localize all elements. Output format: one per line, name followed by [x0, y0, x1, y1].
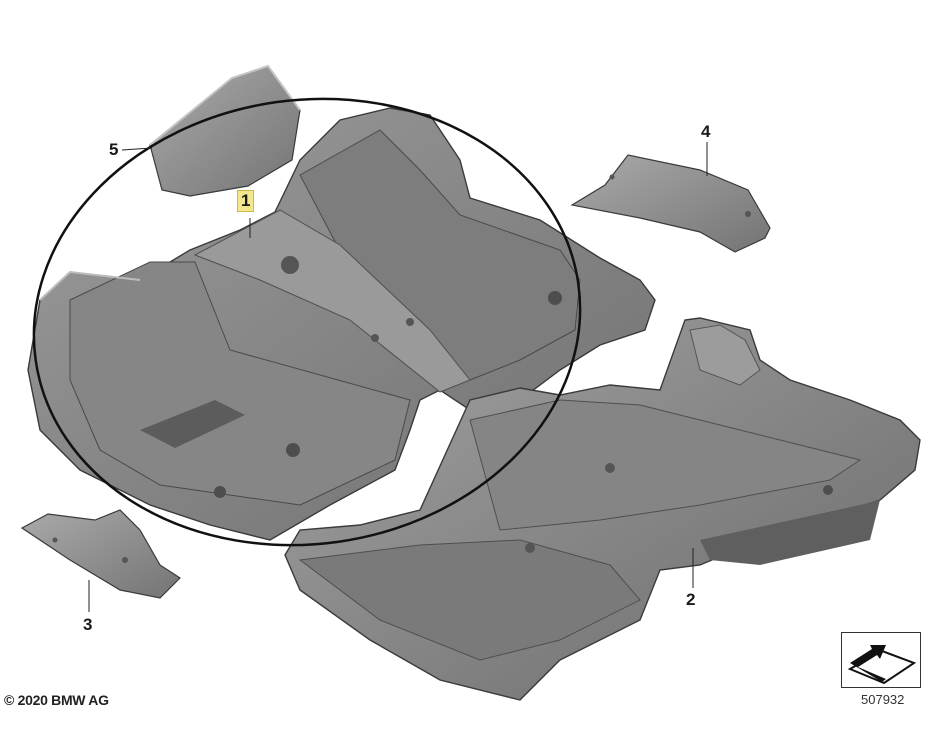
diagram-number: 507932 — [861, 692, 905, 707]
callout-5[interactable]: 5 — [109, 140, 119, 159]
part-1-shape — [27, 107, 656, 541]
callout-4[interactable]: 4 — [701, 122, 711, 141]
callout-1[interactable]: 1 — [237, 190, 255, 212]
highlight-ellipse — [32, 97, 582, 547]
copyright-text: © 2020 BMW AG — [4, 692, 109, 708]
part-5-shape — [149, 64, 301, 197]
arrow-over-plate-icon — [841, 632, 921, 688]
part-4-shape — [570, 154, 771, 253]
callout-2[interactable]: 2 — [686, 590, 696, 609]
part-2-shape — [284, 317, 921, 701]
callout-3[interactable]: 3 — [83, 615, 93, 634]
part-3-shape — [20, 509, 181, 599]
leader-lines — [88, 142, 708, 612]
